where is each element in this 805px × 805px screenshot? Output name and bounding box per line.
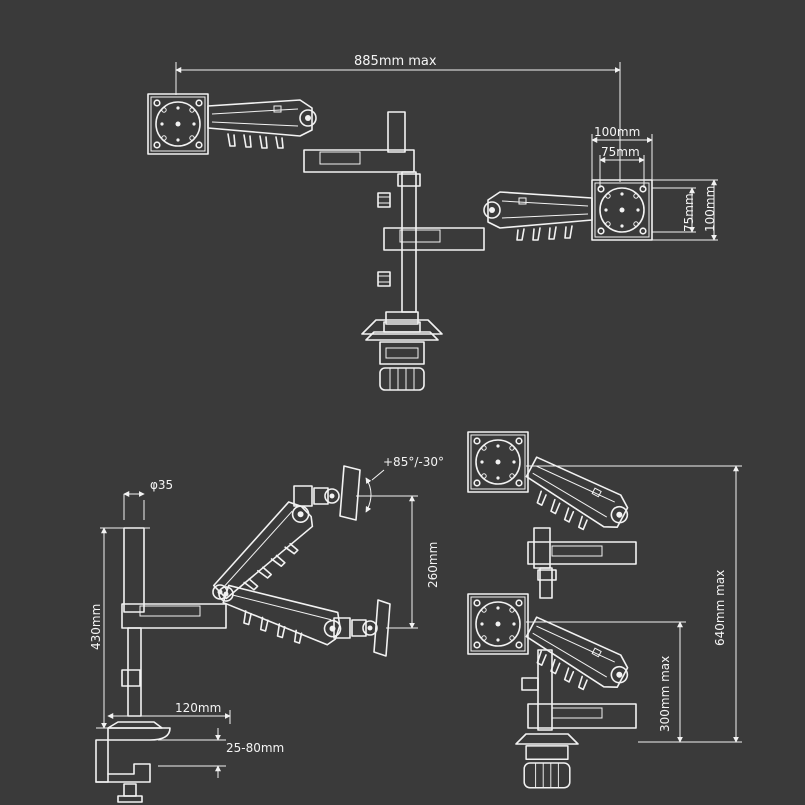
stacked-upper-base <box>527 541 637 565</box>
lowered-monitor-plate <box>373 599 391 657</box>
height-adjust-label: 260mm <box>426 541 440 588</box>
lower-arm-base <box>383 227 485 251</box>
desk-thickness-label: 25-80mm <box>226 741 285 755</box>
side-arm-base <box>121 603 227 629</box>
pole-diameter-label: φ35 <box>150 478 174 492</box>
vesa-75-horizontal-label: 75mm <box>601 145 640 159</box>
right-vesa-plate <box>591 179 653 241</box>
pole-height-label: 430mm <box>89 603 103 650</box>
stacked-lower-vesa <box>467 593 529 655</box>
vesa-75-vertical-label: 75mm <box>682 193 696 232</box>
tilt-range-label: +85°/-30° <box>383 455 444 469</box>
lower-height-label: 300mm max <box>658 655 672 732</box>
top-view-arm <box>147 62 718 391</box>
stacked-lower-base <box>527 703 637 729</box>
vesa-100-vertical-label: 100mm <box>703 185 717 232</box>
stacked-view-arm <box>467 431 742 789</box>
raised-monitor-plate <box>339 465 361 521</box>
stacked-pole <box>537 649 553 731</box>
stack-height-label: 640mm max <box>713 569 727 646</box>
lower-gas-arm <box>483 191 593 241</box>
left-vesa-plate <box>147 93 209 155</box>
side-pole <box>127 627 142 717</box>
side-view-arm <box>95 465 418 803</box>
upper-gas-arm <box>207 99 317 149</box>
span-max-label: 885mm max <box>354 54 437 69</box>
pole <box>387 111 406 153</box>
clamp-depth-label: 120mm <box>175 701 222 715</box>
upper-arm-base <box>303 149 415 173</box>
stacked-upper-vesa <box>467 431 529 493</box>
vesa-100-horizontal-label: 100mm <box>594 125 641 139</box>
